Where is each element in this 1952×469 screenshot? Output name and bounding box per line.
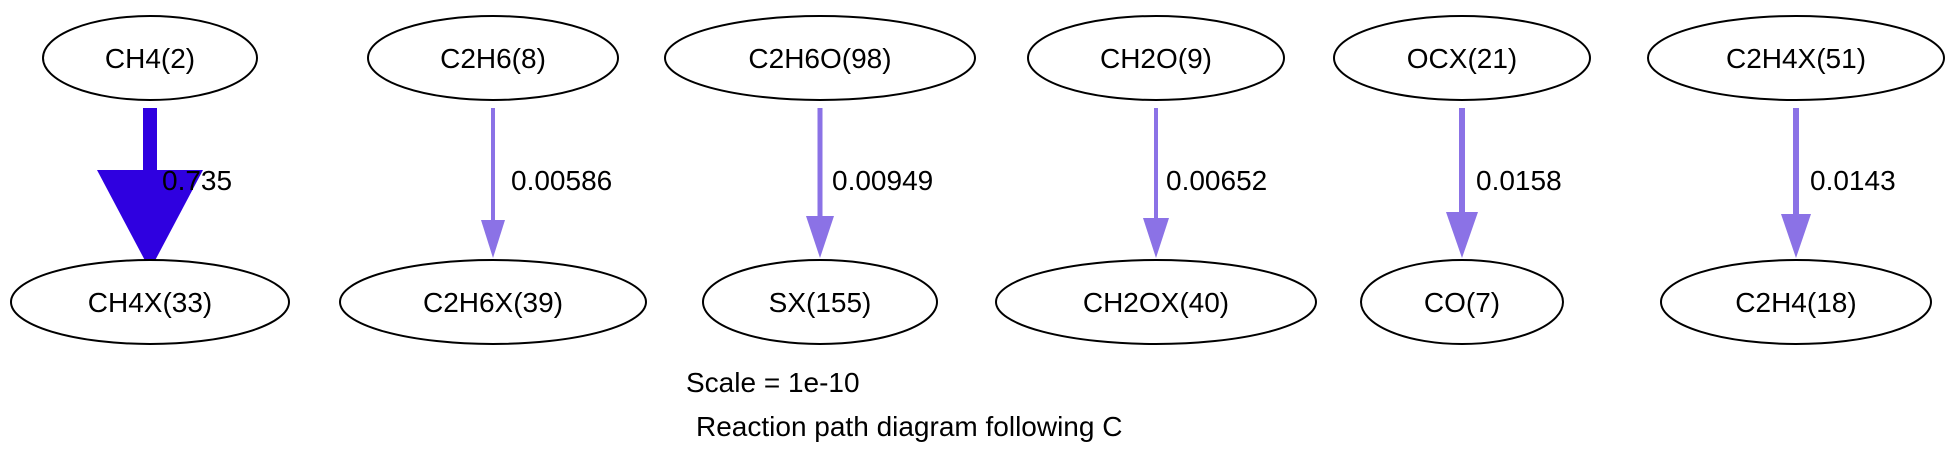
caption-scale: Scale = 1e-10 [686, 367, 860, 398]
edge-c2h4x-to-c2h4-arrowhead [1781, 214, 1811, 258]
node-ocx: OCX(21) [1333, 15, 1591, 101]
node-ch4: CH4(2) [42, 15, 258, 101]
edge-c2h4x-to-c2h4-label: 0.0143 [1810, 165, 1896, 196]
edge-c2h6-to-c2h6x-arrowhead [481, 220, 505, 258]
edge-ocx-to-co-label: 0.0158 [1476, 165, 1562, 196]
node-c2h6-label: C2H6(8) [440, 43, 546, 74]
node-sx-label: SX(155) [769, 287, 872, 318]
node-c2h4x: C2H4X(51) [1647, 15, 1945, 101]
node-ch4x: CH4X(33) [10, 259, 290, 345]
node-c2h6o-label: C2H6O(98) [748, 43, 891, 74]
node-c2h4-label: C2H4(18) [1735, 287, 1856, 318]
node-ocx-label: OCX(21) [1407, 43, 1517, 74]
edge-ch4-to-ch4x: 0.735 [97, 108, 232, 270]
edge-ocx-to-co-arrowhead [1446, 212, 1478, 258]
node-c2h6: C2H6(8) [367, 15, 619, 101]
node-ch4-label: CH4(2) [105, 43, 195, 74]
edge-ch4-to-ch4x-arrowhead [97, 170, 203, 270]
node-c2h6o: C2H6O(98) [664, 15, 976, 101]
edge-c2h4x-to-c2h4: 0.0143 [1781, 108, 1896, 258]
edge-c2h6o-to-sx: 0.00949 [806, 108, 933, 258]
node-c2h4x-label: C2H4X(51) [1726, 43, 1866, 74]
edge-c2h6-to-c2h6x-label: 0.00586 [511, 165, 612, 196]
node-ch2ox: CH2OX(40) [995, 259, 1317, 345]
caption-title: Reaction path diagram following C [696, 411, 1122, 442]
edge-c2h6-to-c2h6x: 0.00586 [481, 108, 612, 258]
edge-ch2o-to-ch2ox-label: 0.00652 [1166, 165, 1267, 196]
edge-ocx-to-co: 0.0158 [1446, 108, 1562, 258]
node-c2h6x: C2H6X(39) [339, 259, 647, 345]
edge-ch2o-to-ch2ox-arrowhead [1143, 218, 1169, 258]
node-c2h4: C2H4(18) [1660, 259, 1932, 345]
node-ch4x-label: CH4X(33) [88, 287, 212, 318]
edge-ch2o-to-ch2ox: 0.00652 [1143, 108, 1267, 258]
node-sx: SX(155) [702, 259, 938, 345]
edge-ch4-to-ch4x-label: 0.735 [162, 165, 232, 196]
edge-c2h6o-to-sx-label: 0.00949 [832, 165, 933, 196]
node-co-label: CO(7) [1424, 287, 1500, 318]
edge-c2h6o-to-sx-arrowhead [806, 216, 834, 258]
node-ch2o-label: CH2O(9) [1100, 43, 1212, 74]
node-co: CO(7) [1360, 259, 1564, 345]
node-ch2o: CH2O(9) [1027, 15, 1285, 101]
node-c2h6x-label: C2H6X(39) [423, 287, 563, 318]
node-ch2ox-label: CH2OX(40) [1083, 287, 1229, 318]
